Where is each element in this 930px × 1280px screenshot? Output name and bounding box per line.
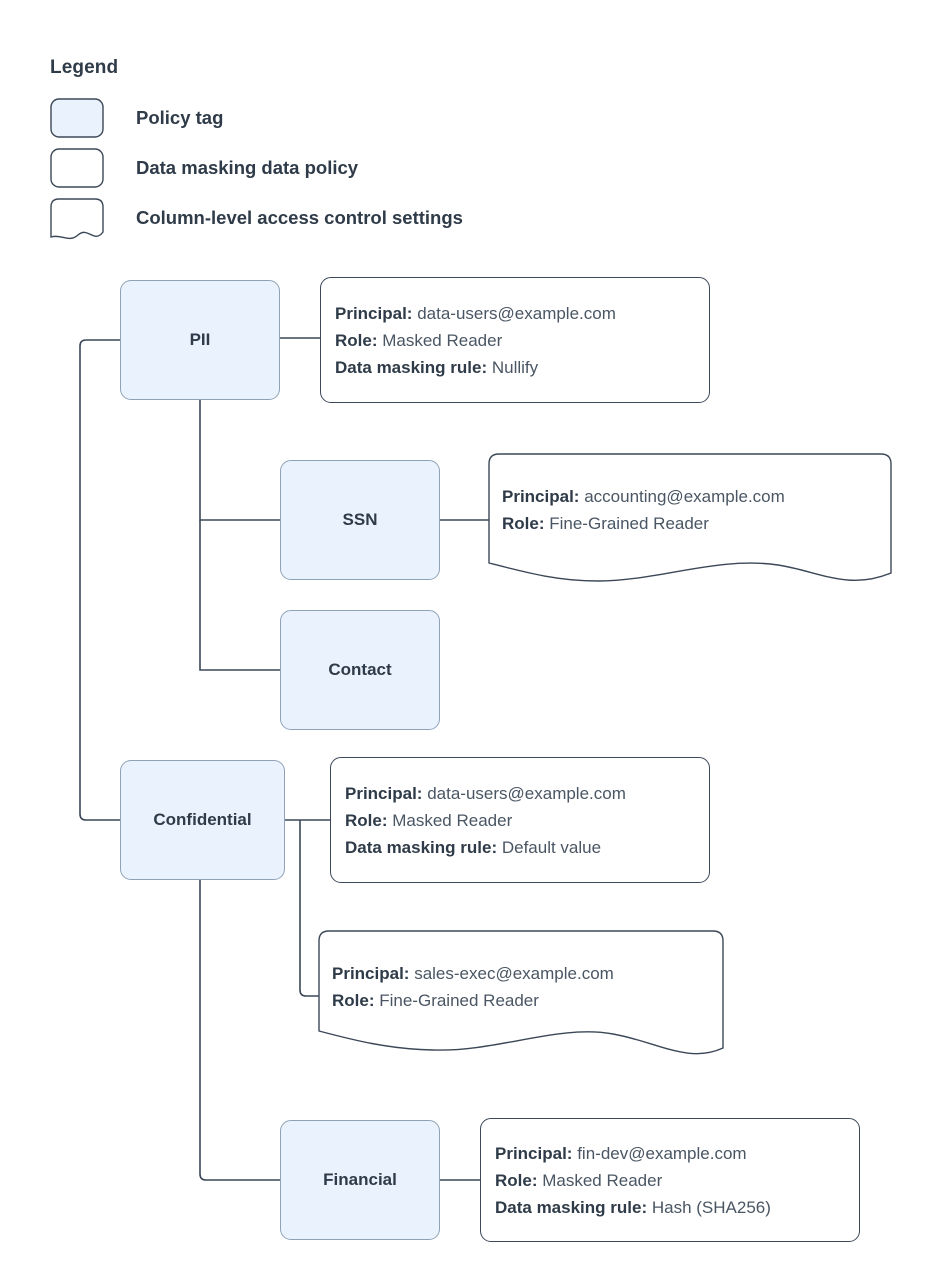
node-contact[interactable]: Contact bbox=[280, 610, 440, 730]
value-masking-rule: Default value bbox=[501, 837, 602, 857]
node-confidential[interactable]: Confidential bbox=[120, 760, 285, 880]
label-role: Role: bbox=[332, 991, 375, 1010]
legend-item-policy-tag: Policy tag bbox=[50, 98, 223, 138]
wavy-shape-ssn bbox=[488, 453, 892, 582]
legend-label-column-access-control: Column-level access control settings bbox=[136, 207, 463, 228]
label-principal: Principal: bbox=[332, 964, 410, 983]
node-contact-label: Contact bbox=[328, 660, 392, 679]
label-masking-rule: Data masking rule: bbox=[345, 837, 498, 857]
value-principal: sales-exec@example.com bbox=[414, 964, 614, 983]
label-principal: Principal: bbox=[502, 487, 580, 506]
detail-masking-rule-line: Data masking rule: Nullify bbox=[335, 354, 695, 381]
detail-principal-line: Principal: sales-exec@example.com bbox=[332, 960, 614, 987]
data-masking-policy-swatch bbox=[50, 148, 104, 188]
label-role: Role: bbox=[495, 1170, 538, 1190]
value-masking-rule: Nullify bbox=[491, 357, 539, 377]
value-role: Fine-Grained Reader bbox=[379, 991, 539, 1010]
node-ssn[interactable]: SSN bbox=[280, 460, 440, 580]
value-role: Fine-Grained Reader bbox=[549, 514, 709, 533]
detail-principal-line: Principal: accounting@example.com bbox=[502, 483, 785, 510]
detail-principal-line: Principal: data-users@example.com bbox=[345, 780, 695, 807]
detail-role-line: Role: Fine-Grained Reader bbox=[502, 510, 785, 537]
detail-role-line: Role: Masked Reader bbox=[345, 807, 695, 834]
node-confidential-label: Confidential bbox=[153, 810, 252, 829]
legend-item-column-access-control: Column-level access control settings bbox=[50, 198, 463, 240]
node-ssn-label: SSN bbox=[342, 510, 378, 529]
detail-masking-rule-line: Data masking rule: Default value bbox=[345, 834, 695, 861]
detail-confidential-policy[interactable]: Principal: data-users@example.com Role: … bbox=[330, 757, 710, 883]
label-principal: Principal: bbox=[335, 303, 413, 323]
node-pii-label: PII bbox=[189, 330, 211, 349]
node-financial[interactable]: Financial bbox=[280, 1120, 440, 1240]
legend-label-data-masking-policy: Data masking data policy bbox=[136, 157, 359, 178]
label-masking-rule: Data masking rule: bbox=[495, 1197, 648, 1217]
detail-masking-rule-line: Data masking rule: Hash (SHA256) bbox=[495, 1194, 845, 1221]
detail-pii-policy[interactable]: Principal: data-users@example.com Role: … bbox=[320, 277, 710, 403]
detail-principal-line: Principal: fin-dev@example.com bbox=[495, 1140, 845, 1167]
detail-ssn-text: Principal: accounting@example.com Role: … bbox=[502, 483, 785, 537]
wavy-shape-confidential bbox=[318, 930, 724, 1055]
detail-confidential-access-text: Principal: sales-exec@example.com Role: … bbox=[332, 960, 614, 1014]
policy-tag-swatch bbox=[50, 98, 104, 138]
legend-label-policy-tag: Policy tag bbox=[136, 107, 224, 128]
detail-role-line: Role: Masked Reader bbox=[335, 327, 695, 354]
value-principal: data-users@example.com bbox=[427, 783, 626, 803]
value-principal: fin-dev@example.com bbox=[577, 1143, 747, 1163]
label-principal: Principal: bbox=[495, 1143, 573, 1163]
legend-item-data-masking-policy: Data masking data policy bbox=[50, 148, 358, 188]
detail-financial-policy[interactable]: Principal: fin-dev@example.com Role: Mas… bbox=[480, 1118, 860, 1242]
detail-principal-line: Principal: data-users@example.com bbox=[335, 300, 695, 327]
value-masking-rule: Hash (SHA256) bbox=[651, 1197, 771, 1217]
value-principal: accounting@example.com bbox=[584, 487, 785, 506]
column-access-control-swatch bbox=[50, 198, 104, 240]
node-financial-label: Financial bbox=[323, 1170, 397, 1189]
detail-confidential-access-control[interactable]: Principal: sales-exec@example.com Role: … bbox=[318, 930, 724, 1062]
label-masking-rule: Data masking rule: bbox=[335, 357, 488, 377]
detail-role-line: Role: Masked Reader bbox=[495, 1167, 845, 1194]
label-role: Role: bbox=[502, 514, 545, 533]
value-role: Masked Reader bbox=[382, 330, 503, 350]
detail-ssn-access-control[interactable]: Principal: accounting@example.com Role: … bbox=[488, 453, 892, 589]
label-principal: Principal: bbox=[345, 783, 423, 803]
value-role: Masked Reader bbox=[392, 810, 513, 830]
legend-title: Legend bbox=[50, 57, 119, 78]
value-principal: data-users@example.com bbox=[417, 303, 616, 323]
label-role: Role: bbox=[345, 810, 388, 830]
label-role: Role: bbox=[335, 330, 378, 350]
detail-role-line: Role: Fine-Grained Reader bbox=[332, 987, 614, 1014]
node-pii[interactable]: PII bbox=[120, 280, 280, 400]
value-role: Masked Reader bbox=[542, 1170, 663, 1190]
